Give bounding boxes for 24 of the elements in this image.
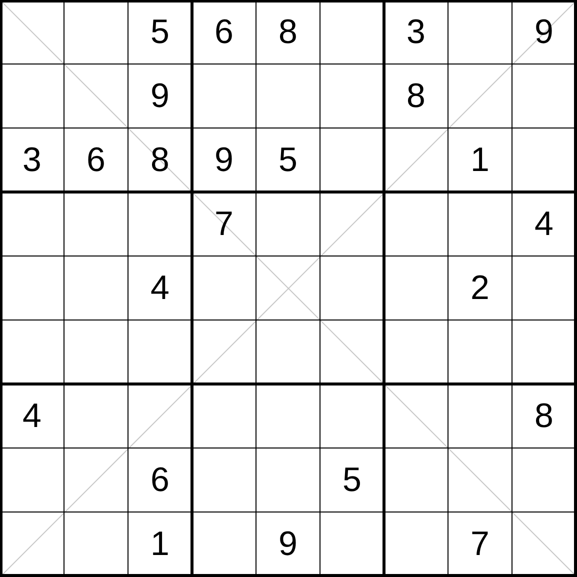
given-digit: 6 xyxy=(150,460,170,500)
given-digit: 9 xyxy=(278,524,298,564)
given-digit: 6 xyxy=(214,12,234,52)
given-digit: 8 xyxy=(534,396,554,436)
given-digit: 8 xyxy=(278,12,298,52)
given-digit: 8 xyxy=(150,140,170,180)
given-digit: 8 xyxy=(406,76,426,116)
given-digit: 7 xyxy=(214,204,234,244)
given-digit: 3 xyxy=(22,140,42,180)
given-digit: 4 xyxy=(150,268,170,308)
given-digit: 4 xyxy=(22,396,42,436)
given-digit: 2 xyxy=(470,268,490,308)
given-digit: 5 xyxy=(278,140,298,180)
given-digit: 9 xyxy=(150,76,170,116)
given-digit: 5 xyxy=(342,460,362,500)
given-digit: 7 xyxy=(470,524,490,564)
given-digit: 1 xyxy=(150,524,170,564)
given-digit: 9 xyxy=(534,12,554,52)
given-digit: 3 xyxy=(406,12,426,52)
given-digit: 6 xyxy=(86,140,106,180)
given-digit: 5 xyxy=(150,12,170,52)
given-digit: 4 xyxy=(534,204,554,244)
given-digit: 9 xyxy=(214,140,234,180)
given-digit: 1 xyxy=(470,140,490,180)
